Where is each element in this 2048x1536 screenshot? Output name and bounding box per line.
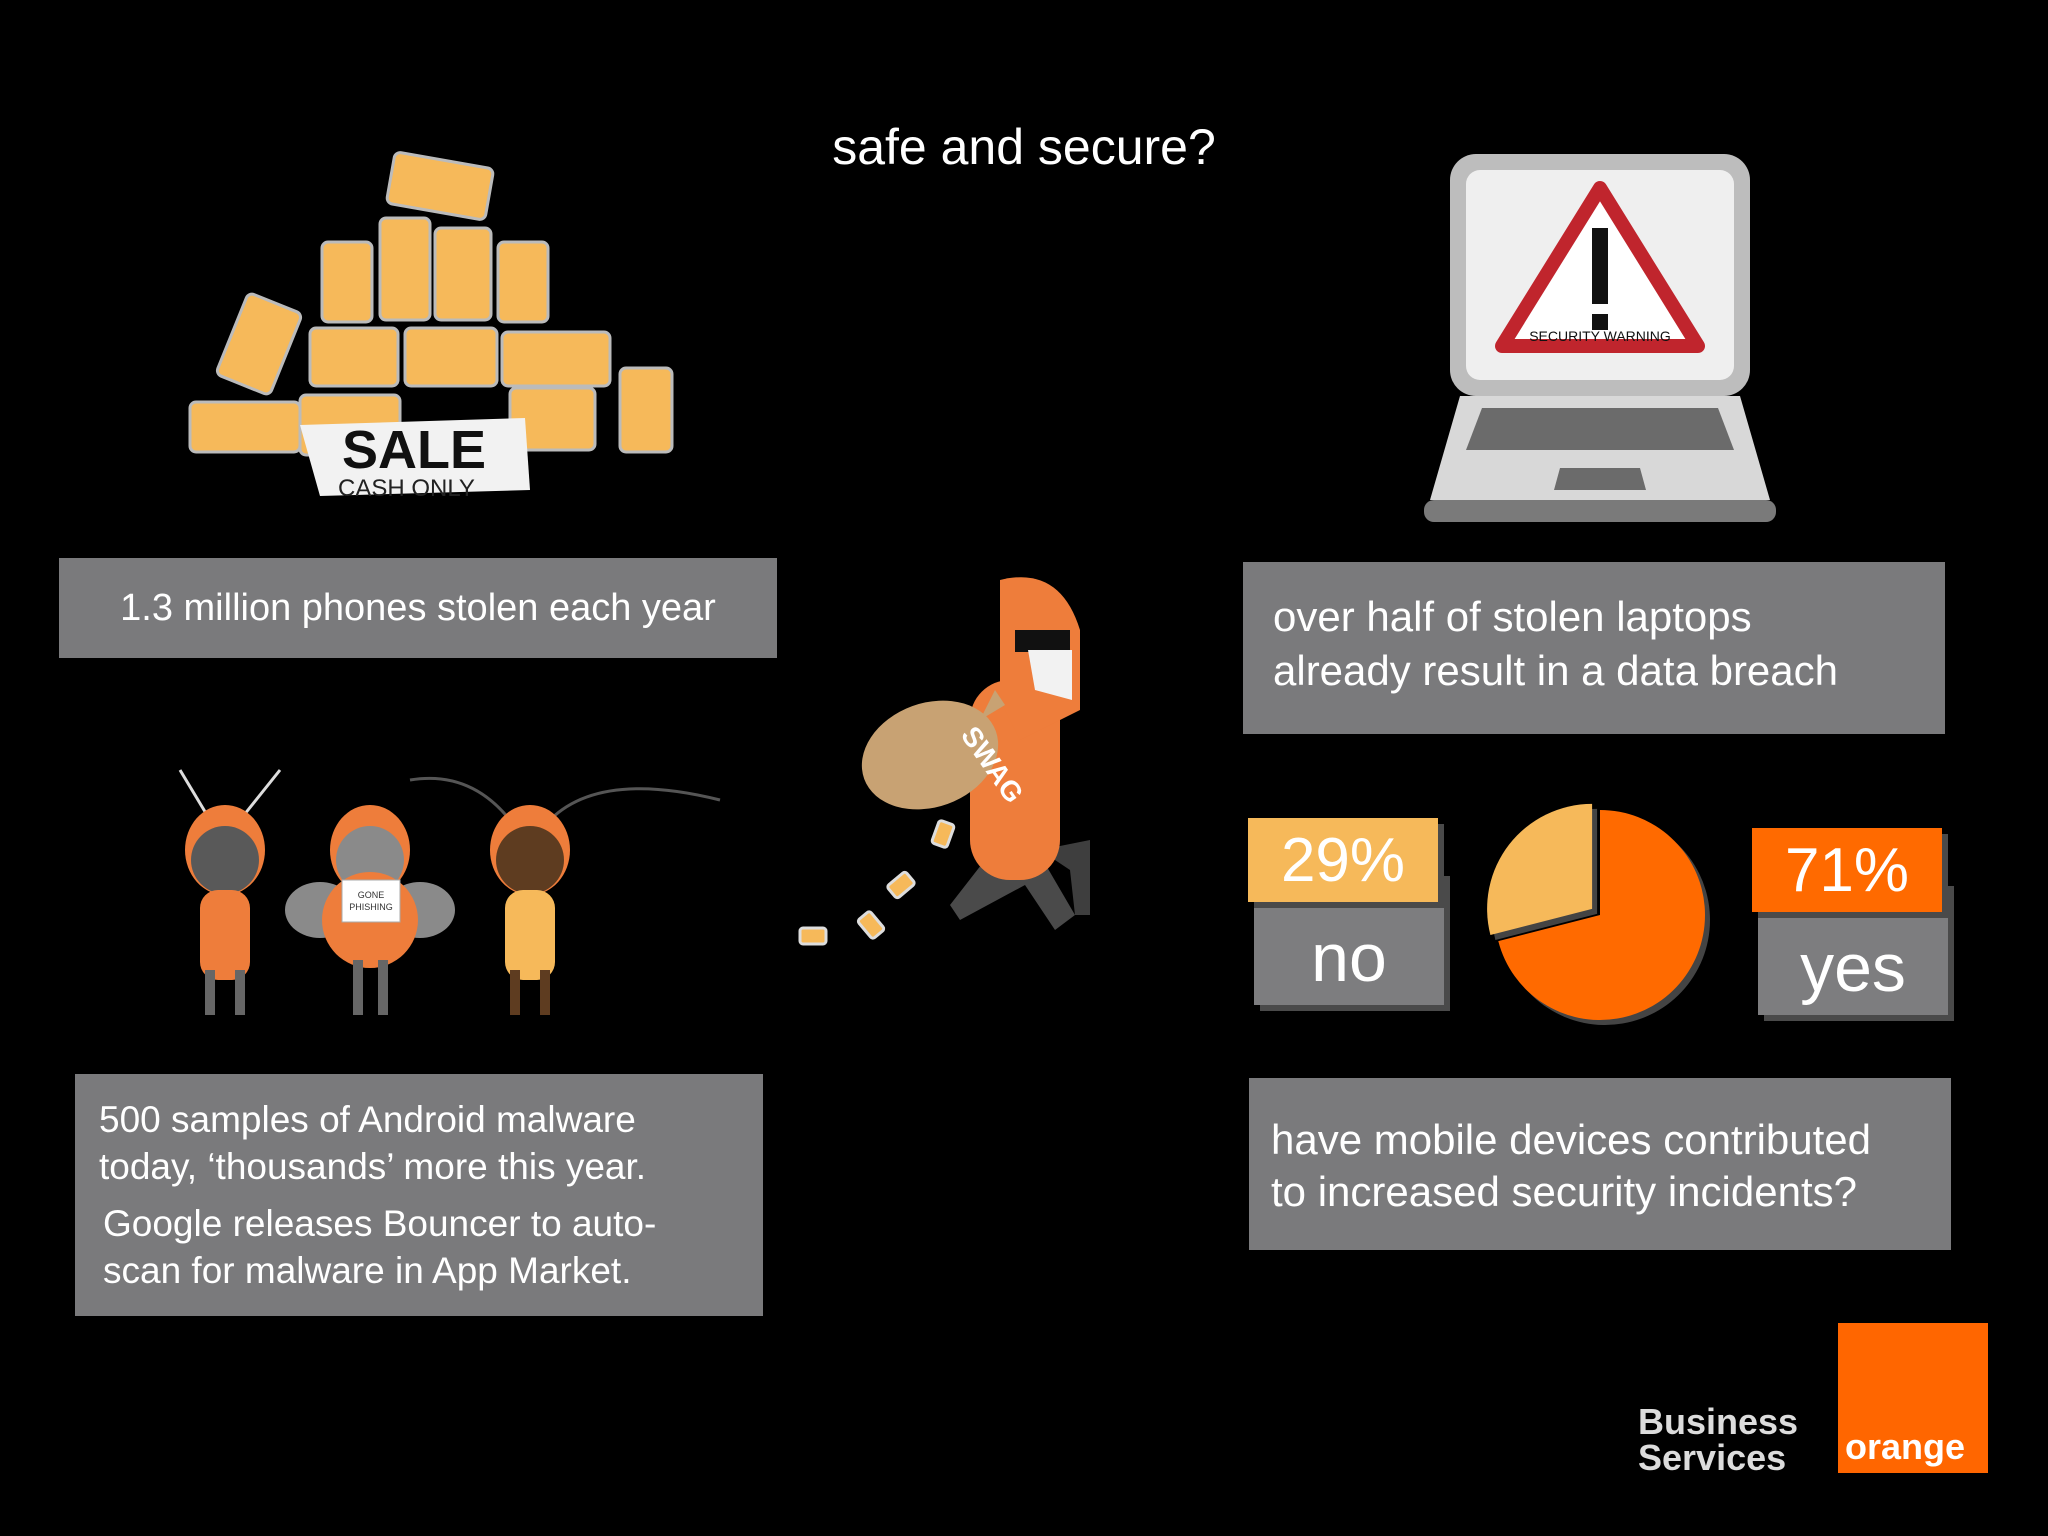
no-value-label: 29% bbox=[1248, 818, 1438, 902]
pie-slice-no bbox=[1487, 803, 1593, 935]
question-line-1: have mobile devices contributed bbox=[1271, 1116, 1872, 1163]
malware-line-4: scan for malware in App Market. bbox=[103, 1250, 632, 1291]
bee-sign-line-2: PHISHING bbox=[349, 902, 393, 912]
phones-stat-text: 1.3 million phones stolen each year bbox=[120, 586, 716, 629]
malware-line-2: today, ‘thousands’ more this year. bbox=[99, 1146, 647, 1187]
question-box: have mobile devices contributed to incre… bbox=[1249, 1078, 1951, 1250]
phones-stat-box: 1.3 million phones stolen each year bbox=[59, 558, 777, 658]
slide-title: safe and secure? bbox=[832, 119, 1216, 175]
phone-pile-illustration: SALE CASH ONLY bbox=[188, 151, 674, 502]
orange-logo-box bbox=[1838, 1323, 1988, 1473]
malware-stat-box: 500 samples of Android malware today, ‘t… bbox=[75, 1074, 763, 1316]
laptops-stat-box: over half of stolen laptops already resu… bbox=[1243, 562, 1945, 734]
malware-line-1: 500 samples of Android malware bbox=[99, 1099, 636, 1140]
business-line: Business bbox=[1638, 1401, 1799, 1442]
bee-sign-line-1: GONE bbox=[358, 890, 385, 900]
pie-chart bbox=[1487, 803, 1710, 1025]
services-line: Services bbox=[1638, 1437, 1787, 1478]
laptop-illustration: SECURITY WARNING bbox=[1424, 154, 1776, 522]
yes-category-label: yes bbox=[1800, 929, 1906, 1006]
business-services-text: Business Services bbox=[1638, 1404, 1798, 1476]
question-line-2: to increased security incidents? bbox=[1271, 1168, 1857, 1215]
bugs-illustration: GONE PHISHING bbox=[178, 769, 721, 1015]
orange-wordmark: orange bbox=[1845, 1426, 1966, 1467]
yes-value-label: 71% bbox=[1752, 828, 1942, 912]
thief-illustration: SWAG bbox=[798, 577, 1090, 946]
malware-line-3: Google releases Bouncer to auto- bbox=[103, 1203, 657, 1244]
security-warning-text: SECURITY WARNING bbox=[1529, 328, 1671, 344]
pie-slice-yes bbox=[1498, 810, 1705, 1020]
laptops-stat-line-1: over half of stolen laptops bbox=[1273, 593, 1752, 640]
laptops-stat-line-2: already result in a data breach bbox=[1273, 647, 1839, 694]
sale-sign-text: SALE bbox=[342, 420, 486, 480]
cash-only-text: CASH ONLY bbox=[338, 475, 475, 502]
no-category-label: no bbox=[1311, 919, 1387, 996]
